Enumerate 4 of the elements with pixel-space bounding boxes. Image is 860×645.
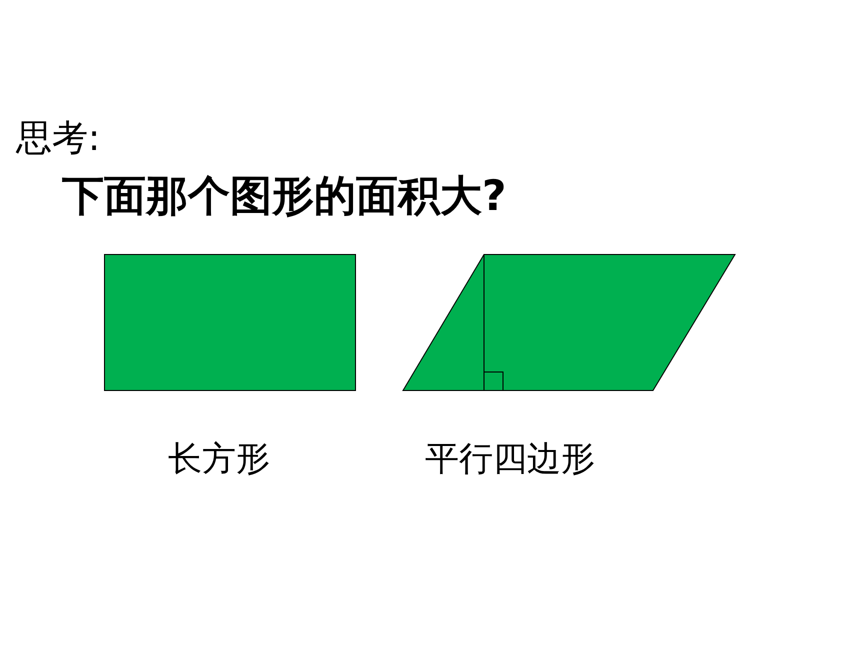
prompt-text: 思考:: [16, 117, 100, 161]
shape-caption: 平行四边形: [425, 438, 595, 481]
question-title: 下面那个图形的面积大?: [62, 170, 506, 222]
shape-caption: 长方形: [168, 438, 270, 481]
